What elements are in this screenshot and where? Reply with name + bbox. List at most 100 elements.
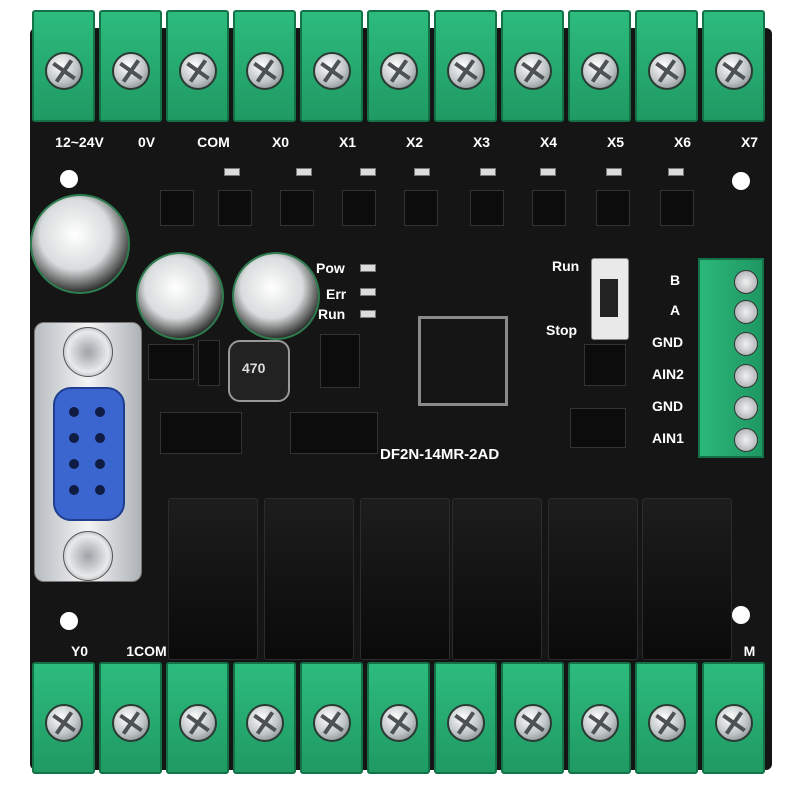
pow-led: [360, 264, 376, 272]
optocoupler: [342, 190, 376, 226]
ic-chip: [584, 344, 626, 386]
input-led: [540, 168, 556, 176]
run-stop-switch[interactable]: [591, 258, 629, 340]
input-labels: 12~24V 0V COM X0 X1 X2 X3 X4 X5 X6 X7: [48, 134, 785, 150]
terminal[interactable]: [99, 662, 162, 774]
pow-label: Pow: [316, 260, 345, 276]
db9-shell: [53, 387, 125, 521]
screw-icon[interactable]: [734, 270, 758, 294]
stop-switch-label: Stop: [546, 322, 578, 338]
output-label: [517, 643, 580, 659]
err-label: Err: [326, 286, 347, 302]
output-label: [316, 643, 379, 659]
mounting-hole: [732, 172, 750, 190]
terminal[interactable]: [166, 10, 229, 122]
analog-label: AIN2: [652, 366, 684, 382]
input-led: [480, 168, 496, 176]
screw-icon[interactable]: [734, 428, 758, 452]
relay: [452, 498, 542, 660]
input-label: 0V: [137, 134, 156, 150]
run-switch-label: Run: [552, 258, 580, 274]
output-label: Y0: [70, 643, 89, 659]
screw-icon: [380, 704, 418, 742]
input-label: X6: [673, 134, 692, 150]
input-led: [414, 168, 430, 176]
model-label: DF2N-14MR-2AD: [380, 446, 500, 463]
input-led: [360, 168, 376, 176]
pin: [95, 407, 105, 417]
regulator: [320, 334, 360, 388]
input-led: [606, 168, 622, 176]
input-label: X7: [740, 134, 759, 150]
screw-icon: [246, 704, 284, 742]
optocoupler: [532, 190, 566, 226]
input-label: X1: [338, 134, 357, 150]
terminal[interactable]: [635, 10, 698, 122]
terminal[interactable]: [233, 10, 296, 122]
mounting-hole: [60, 170, 78, 188]
input-label: X5: [606, 134, 625, 150]
output-label: [383, 643, 446, 659]
terminal[interactable]: [702, 10, 765, 122]
terminal[interactable]: [32, 662, 95, 774]
terminal[interactable]: [501, 662, 564, 774]
screw-icon: [313, 52, 351, 90]
db9-connector[interactable]: [34, 322, 142, 582]
input-label: X2: [405, 134, 424, 150]
terminal[interactable]: [32, 10, 95, 122]
terminal[interactable]: [702, 662, 765, 774]
screw-icon: [313, 704, 351, 742]
screw-icon: [447, 704, 485, 742]
output-label: M: [743, 643, 756, 659]
screw-icon: [715, 704, 753, 742]
output-label: [182, 643, 245, 659]
screw-icon: [447, 52, 485, 90]
input-label: X0: [271, 134, 290, 150]
terminal[interactable]: [166, 662, 229, 774]
screw-icon: [179, 704, 217, 742]
input-label: COM: [197, 134, 230, 150]
screw-icon: [514, 704, 552, 742]
output-labels: Y0 1COM M: [48, 643, 785, 659]
run-led: [360, 310, 376, 318]
terminal[interactable]: [233, 662, 296, 774]
screw-icon: [715, 52, 753, 90]
ic-chip: [148, 344, 194, 380]
terminal[interactable]: [367, 662, 430, 774]
terminal[interactable]: [434, 10, 497, 122]
terminal[interactable]: [501, 10, 564, 122]
pin: [95, 433, 105, 443]
inductor-value: 470: [242, 360, 266, 376]
optocoupler: [470, 190, 504, 226]
input-label: X4: [539, 134, 558, 150]
terminal[interactable]: [300, 662, 363, 774]
terminal[interactable]: [99, 10, 162, 122]
screw-icon[interactable]: [734, 396, 758, 420]
terminal[interactable]: [300, 10, 363, 122]
screw-icon[interactable]: [734, 300, 758, 324]
run-led-label: Run: [318, 306, 346, 322]
pin: [69, 433, 79, 443]
pin: [95, 485, 105, 495]
pin: [69, 407, 79, 417]
analog-label: AIN1: [652, 430, 684, 446]
screw-icon: [112, 52, 150, 90]
screw-icon[interactable]: [734, 332, 758, 356]
pin: [95, 459, 105, 469]
screw-icon[interactable]: [734, 364, 758, 388]
terminal[interactable]: [367, 10, 430, 122]
switch-knob[interactable]: [600, 279, 618, 317]
screw-icon: [648, 52, 686, 90]
screw-icon: [581, 52, 619, 90]
input-terminal-block: [32, 10, 765, 122]
terminal[interactable]: [568, 10, 631, 122]
analog-terminal-block[interactable]: [698, 258, 764, 458]
input-led: [296, 168, 312, 176]
relay: [264, 498, 354, 660]
terminal[interactable]: [434, 662, 497, 774]
hex-nut: [63, 327, 113, 377]
terminal[interactable]: [635, 662, 698, 774]
ic-chip: [290, 412, 378, 454]
inductor: 470: [228, 340, 290, 402]
terminal[interactable]: [568, 662, 631, 774]
